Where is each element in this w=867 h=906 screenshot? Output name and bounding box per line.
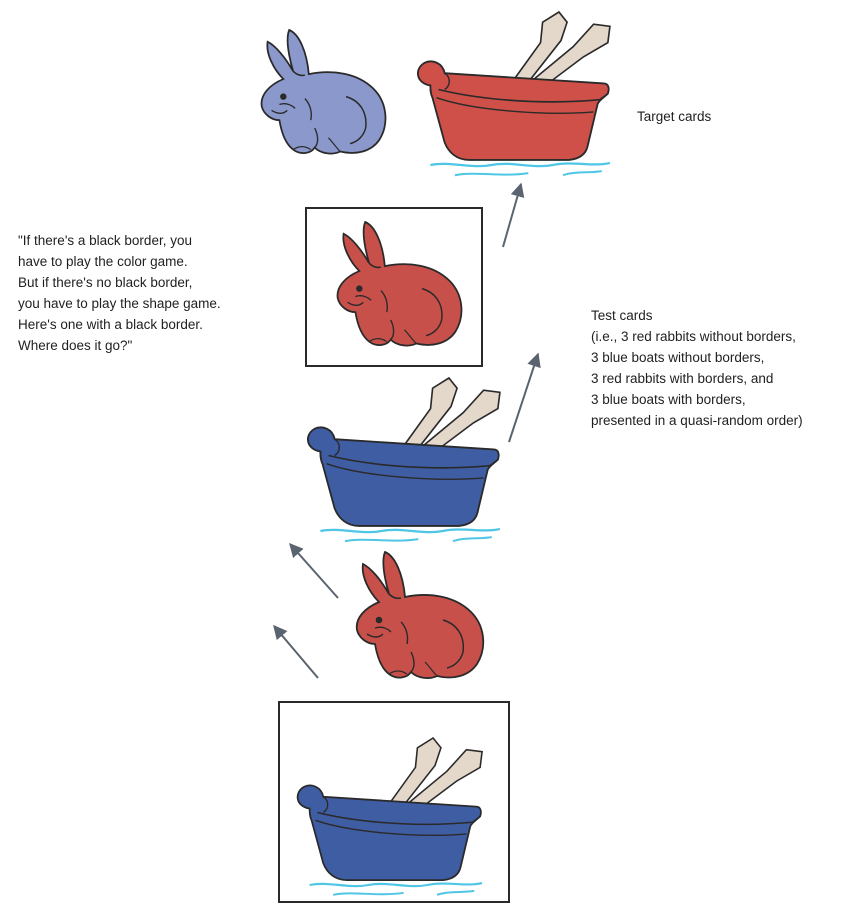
instruction-line: "If there's a black border, you xyxy=(18,230,221,251)
test-cards-line: 3 red rabbits with borders, and xyxy=(591,368,803,389)
test-card-bordered-red-rabbit xyxy=(306,208,482,366)
test-card-plain-blue-boat xyxy=(308,378,500,541)
arrow-bordered-rabbit-to-red-boat xyxy=(503,184,521,247)
test-card-bordered-blue-boat xyxy=(279,702,509,902)
arrow-red-rabbit-to-left-upper xyxy=(290,544,338,598)
test-cards-line: 3 blue boats with borders, xyxy=(591,389,803,410)
target-cards-label: Target cards xyxy=(637,106,711,127)
target-card-red-boat xyxy=(418,12,610,175)
instruction-line: Here's one with a black border. xyxy=(18,314,221,335)
instruction-line: Where does it go?" xyxy=(18,335,221,356)
arrow-red-rabbit-to-left-lower xyxy=(274,626,318,678)
target-card-blue-rabbit xyxy=(262,30,386,154)
test-cards-line: 3 blue boats without borders, xyxy=(591,347,803,368)
test-cards-line: presented in a quasi-random order) xyxy=(591,410,803,431)
test-cards-line: (i.e., 3 red rabbits without borders, xyxy=(591,326,803,347)
instruction-line: you have to play the shape game. xyxy=(18,293,221,314)
test-cards-line: Test cards xyxy=(591,305,803,326)
target-cards-text: Target cards xyxy=(637,106,711,127)
instruction-line: have to play the color game. xyxy=(18,251,221,272)
test-card-plain-red-rabbit xyxy=(357,552,484,678)
instruction-quote: "If there's a black border, you have to … xyxy=(18,230,221,356)
arrow-blue-boat-to-test-cards xyxy=(509,354,538,442)
test-cards-label: Test cards (i.e., 3 red rabbits without … xyxy=(591,305,803,431)
instruction-line: But if there's no black border, xyxy=(18,272,221,293)
